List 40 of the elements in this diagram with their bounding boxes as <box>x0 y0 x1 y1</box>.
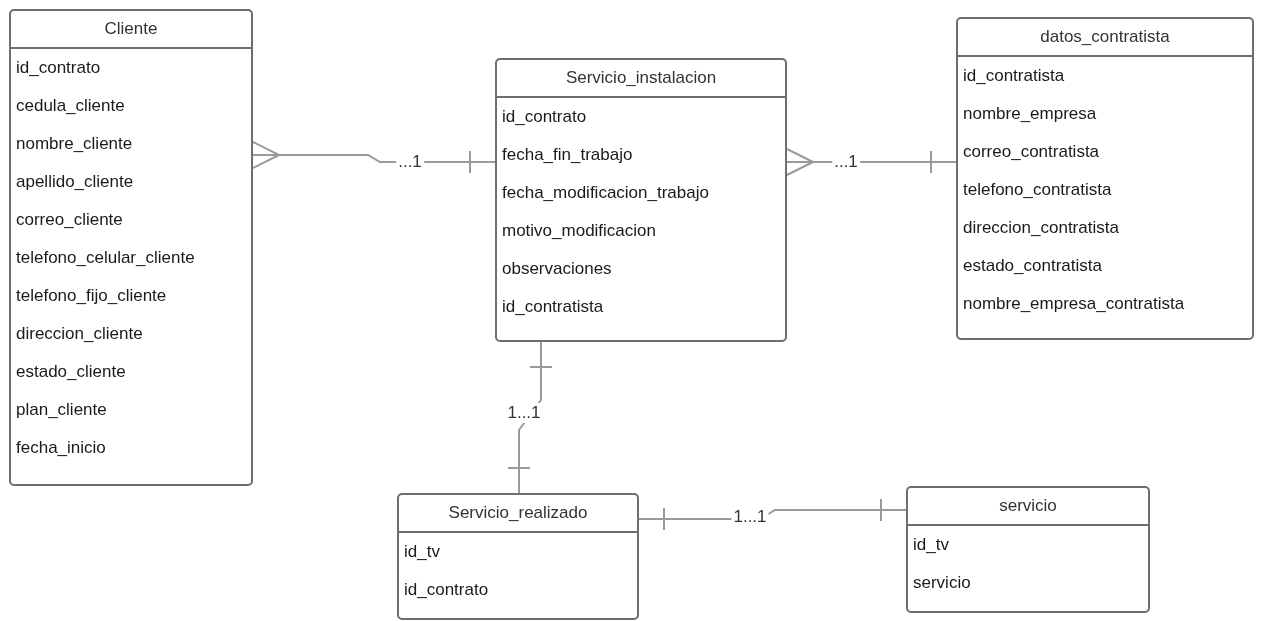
attribute-row-text: servicio <box>912 572 972 595</box>
attribute-row-text: correo_contratista <box>962 141 1101 164</box>
attribute-row-text: estado_cliente <box>15 361 127 384</box>
entity-table <box>956 17 1254 340</box>
attribute-row-text: fecha_modificacion_trabajo <box>501 182 710 205</box>
attribute-row-text: id_tv <box>912 534 950 557</box>
attribute-row-text: apellido_cliente <box>15 171 135 194</box>
attribute-row-text: observaciones <box>501 258 613 281</box>
attribute-row-text: id_contrato <box>15 57 102 80</box>
table-header: Servicio_instalacion <box>497 60 785 98</box>
attribute-row-text: cedula_cliente <box>15 95 126 118</box>
attribute-row-text: id_tv <box>403 541 441 564</box>
attribute-row-text: estado_contratista <box>962 255 1103 278</box>
table-header: Cliente <box>11 11 251 49</box>
entity-table <box>9 9 253 486</box>
attribute-row-text: nombre_empresa_contratista <box>962 293 1186 316</box>
attribute-row-text: nombre_empresa <box>962 103 1098 126</box>
attribute-row-text: id_contrato <box>403 579 490 602</box>
attribute-row-text: fecha_inicio <box>15 437 107 460</box>
entity-table <box>906 486 1150 613</box>
attribute-row-text: motivo_modificacion <box>501 220 657 243</box>
attribute-row-text: correo_cliente <box>15 209 124 232</box>
attribute-row-text: direccion_contratista <box>962 217 1120 240</box>
entity-table <box>397 493 639 620</box>
attribute-row-text: telefono_fijo_cliente <box>15 285 168 308</box>
relationship-line <box>252 141 496 174</box>
attribute-row-text: id_contratista <box>501 296 605 319</box>
entity-table <box>495 58 787 342</box>
attribute-row-text: telefono_contratista <box>962 179 1113 202</box>
cardinality-label: 1...1 <box>505 403 543 423</box>
attribute-row-text: direccion_cliente <box>15 323 144 346</box>
attribute-row-text: id_contrato <box>501 106 588 129</box>
table-header: datos_contratista <box>958 19 1252 57</box>
table-header: Servicio_realizado <box>399 495 637 533</box>
attribute-row-text: telefono_celular_cliente <box>15 247 196 270</box>
attribute-row-text: id_contratista <box>962 65 1066 88</box>
attribute-row-text: plan_cliente <box>15 399 108 422</box>
table-header: servicio <box>908 488 1148 526</box>
attribute-row-text: nombre_cliente <box>15 133 134 156</box>
attribute-row-text: fecha_fin_trabajo <box>501 144 634 167</box>
